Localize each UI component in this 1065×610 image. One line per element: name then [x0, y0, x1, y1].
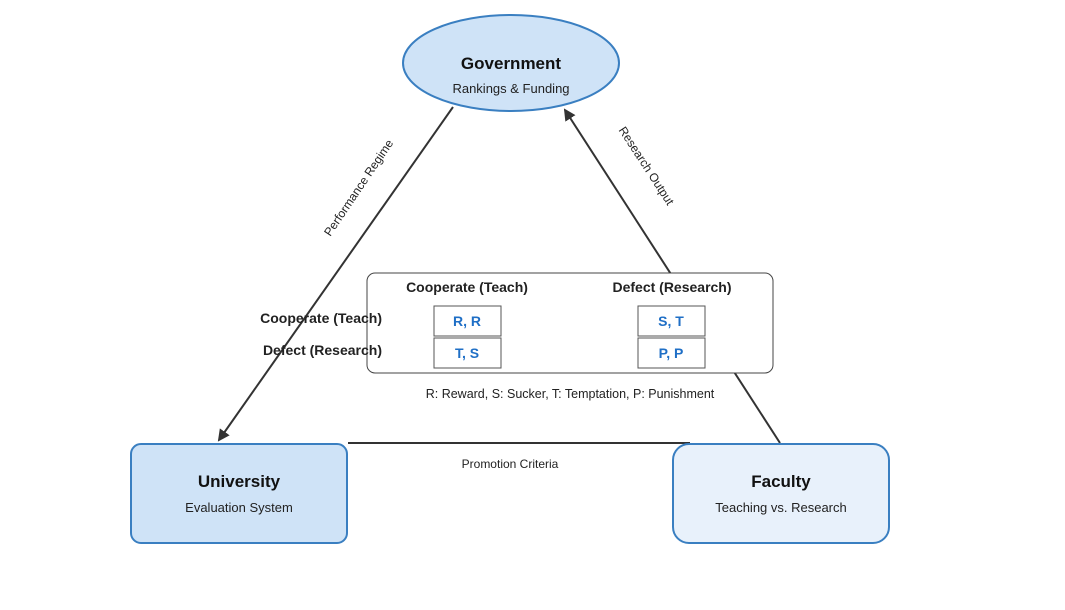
row-header-cooperate: Cooperate (Teach) [260, 310, 382, 326]
faculty-node: Faculty Teaching vs. Research [672, 443, 890, 544]
payoff-matrix: Cooperate (Teach) Defect (Research) Coop… [260, 272, 774, 374]
government-ellipse [402, 14, 620, 112]
faculty-title: Faculty [751, 472, 811, 491]
payoff-cell-cc-text: R, R [453, 313, 481, 329]
university-box [130, 443, 348, 544]
university-node: University Evaluation System [130, 443, 348, 544]
government-title: Government [461, 54, 561, 73]
faculty-box [672, 443, 890, 544]
edge-government-to-university [217, 106, 454, 442]
edge-label-performance-regime: Performance Regime [321, 137, 396, 239]
payoff-cell-dd-text: P, P [659, 345, 684, 361]
faculty-subtitle: Teaching vs. Research [715, 500, 847, 515]
government-subtitle: Rankings & Funding [452, 81, 569, 96]
payoff-legend: R: Reward, S: Sucker, T: Temptation, P: … [426, 387, 715, 401]
payoff-cell-dc [433, 337, 502, 369]
payoff-cell-dd [637, 337, 706, 369]
payoff-cell-cd [637, 305, 706, 337]
payoff-cell-cd-text: S, T [658, 313, 684, 329]
university-title: University [198, 472, 281, 491]
government-node: Government Rankings & Funding [402, 14, 620, 112]
edge-label-research-output: Research Output [616, 124, 678, 208]
column-header-defect: Defect (Research) [612, 279, 731, 295]
payoff-cell-dc-text: T, S [455, 345, 479, 361]
edge-label-promotion-criteria: Promotion Criteria [462, 457, 559, 471]
row-header-defect: Defect (Research) [263, 342, 382, 358]
university-subtitle: Evaluation System [185, 500, 293, 515]
payoff-cell-cc [433, 305, 502, 337]
column-header-cooperate: Cooperate (Teach) [406, 279, 528, 295]
